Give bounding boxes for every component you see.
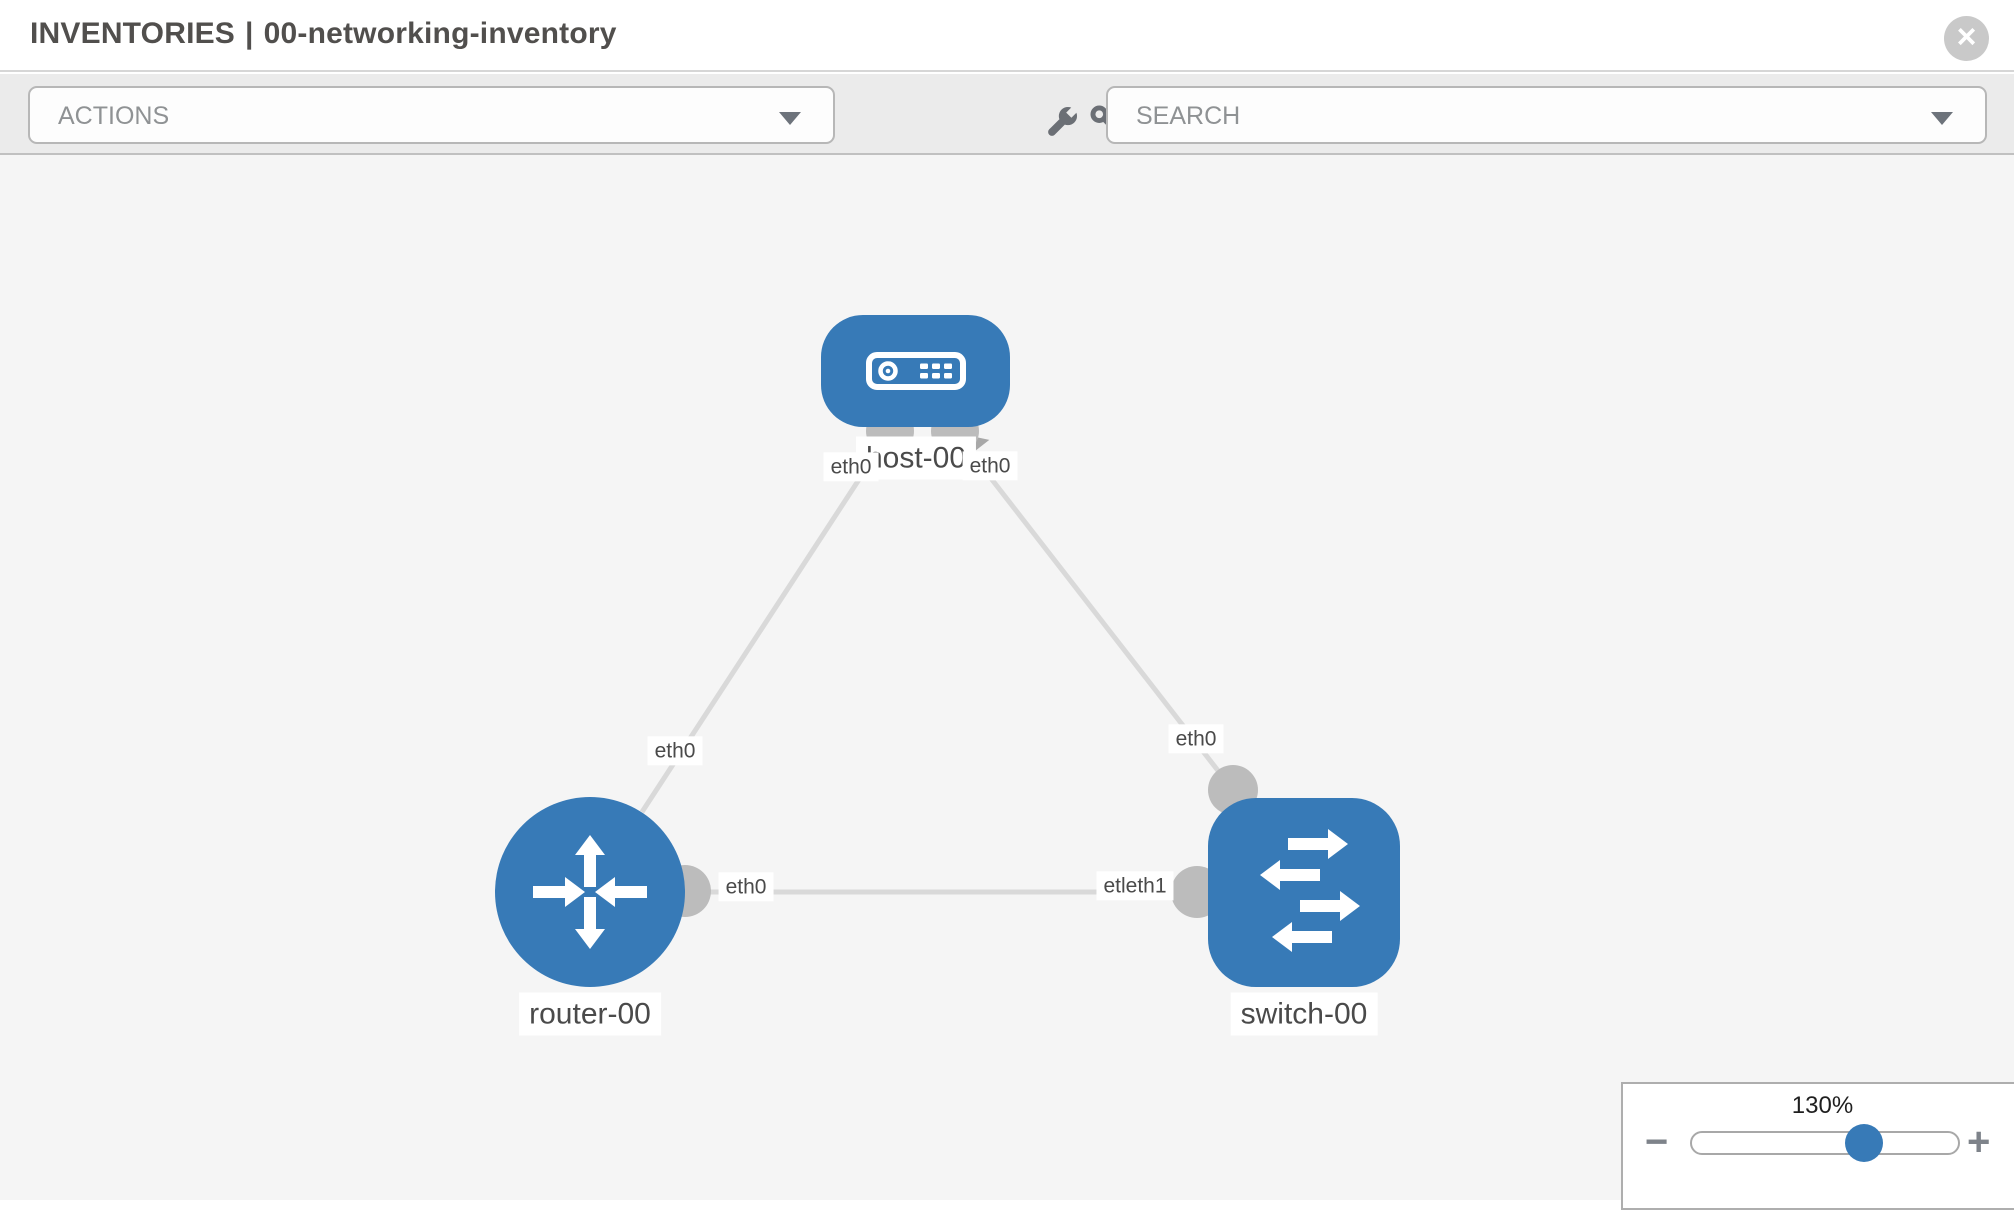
interface-label: eth0 — [823, 452, 879, 482]
inventory-name: 00-networking-inventory — [263, 17, 617, 50]
zoom-in-button[interactable]: + — [1967, 1120, 1991, 1164]
header-bar: INVENTORIES | 00-networking-inventory × — [0, 0, 2014, 72]
chevron-down-icon — [1931, 112, 1953, 125]
host-icon — [865, 352, 966, 390]
toolbar: ACTIONS SEARCH — [0, 74, 2014, 155]
interface-label: eth0 — [1168, 724, 1224, 754]
page-title: INVENTORIES | 00-networking-inventory — [30, 17, 617, 51]
close-button[interactable]: × — [1944, 16, 1989, 61]
actions-dropdown-label: ACTIONS — [58, 102, 170, 130]
router-icon — [533, 835, 647, 949]
actions-dropdown[interactable]: ACTIONS — [28, 86, 835, 144]
zoom-out-button[interactable]: − — [1645, 1120, 1669, 1164]
interface-label: etleth1 — [1096, 871, 1174, 901]
interface-label: eth0 — [962, 451, 1018, 481]
interface-label: eth0 — [647, 736, 703, 766]
search-dropdown[interactable]: SEARCH — [1106, 86, 1987, 144]
wrench-icon — [1048, 104, 1080, 136]
zoom-panel: 130% − + — [1621, 1082, 2014, 1210]
node-router-00[interactable] — [495, 797, 685, 987]
interface-label: eth0 — [718, 872, 774, 902]
configure-button[interactable] — [1038, 100, 1084, 146]
switch-icon — [1260, 828, 1360, 952]
zoom-slider-thumb[interactable] — [1845, 1124, 1883, 1162]
zoom-slider-track[interactable] — [1690, 1124, 1960, 1162]
node-host-00[interactable] — [821, 315, 1010, 427]
breadcrumb-divider: | — [245, 17, 254, 50]
node-label-switch: switch-00 — [1230, 992, 1378, 1036]
breadcrumb-section: INVENTORIES — [30, 17, 236, 50]
zoom-level-label: 130% — [1791, 1092, 1854, 1119]
search-dropdown-label: SEARCH — [1136, 102, 1241, 130]
close-icon: × — [1956, 18, 1977, 56]
node-label-router: router-00 — [519, 992, 661, 1036]
chevron-down-icon — [779, 112, 801, 125]
topology-canvas[interactable] — [0, 155, 2014, 1200]
node-switch-00[interactable] — [1208, 798, 1400, 987]
